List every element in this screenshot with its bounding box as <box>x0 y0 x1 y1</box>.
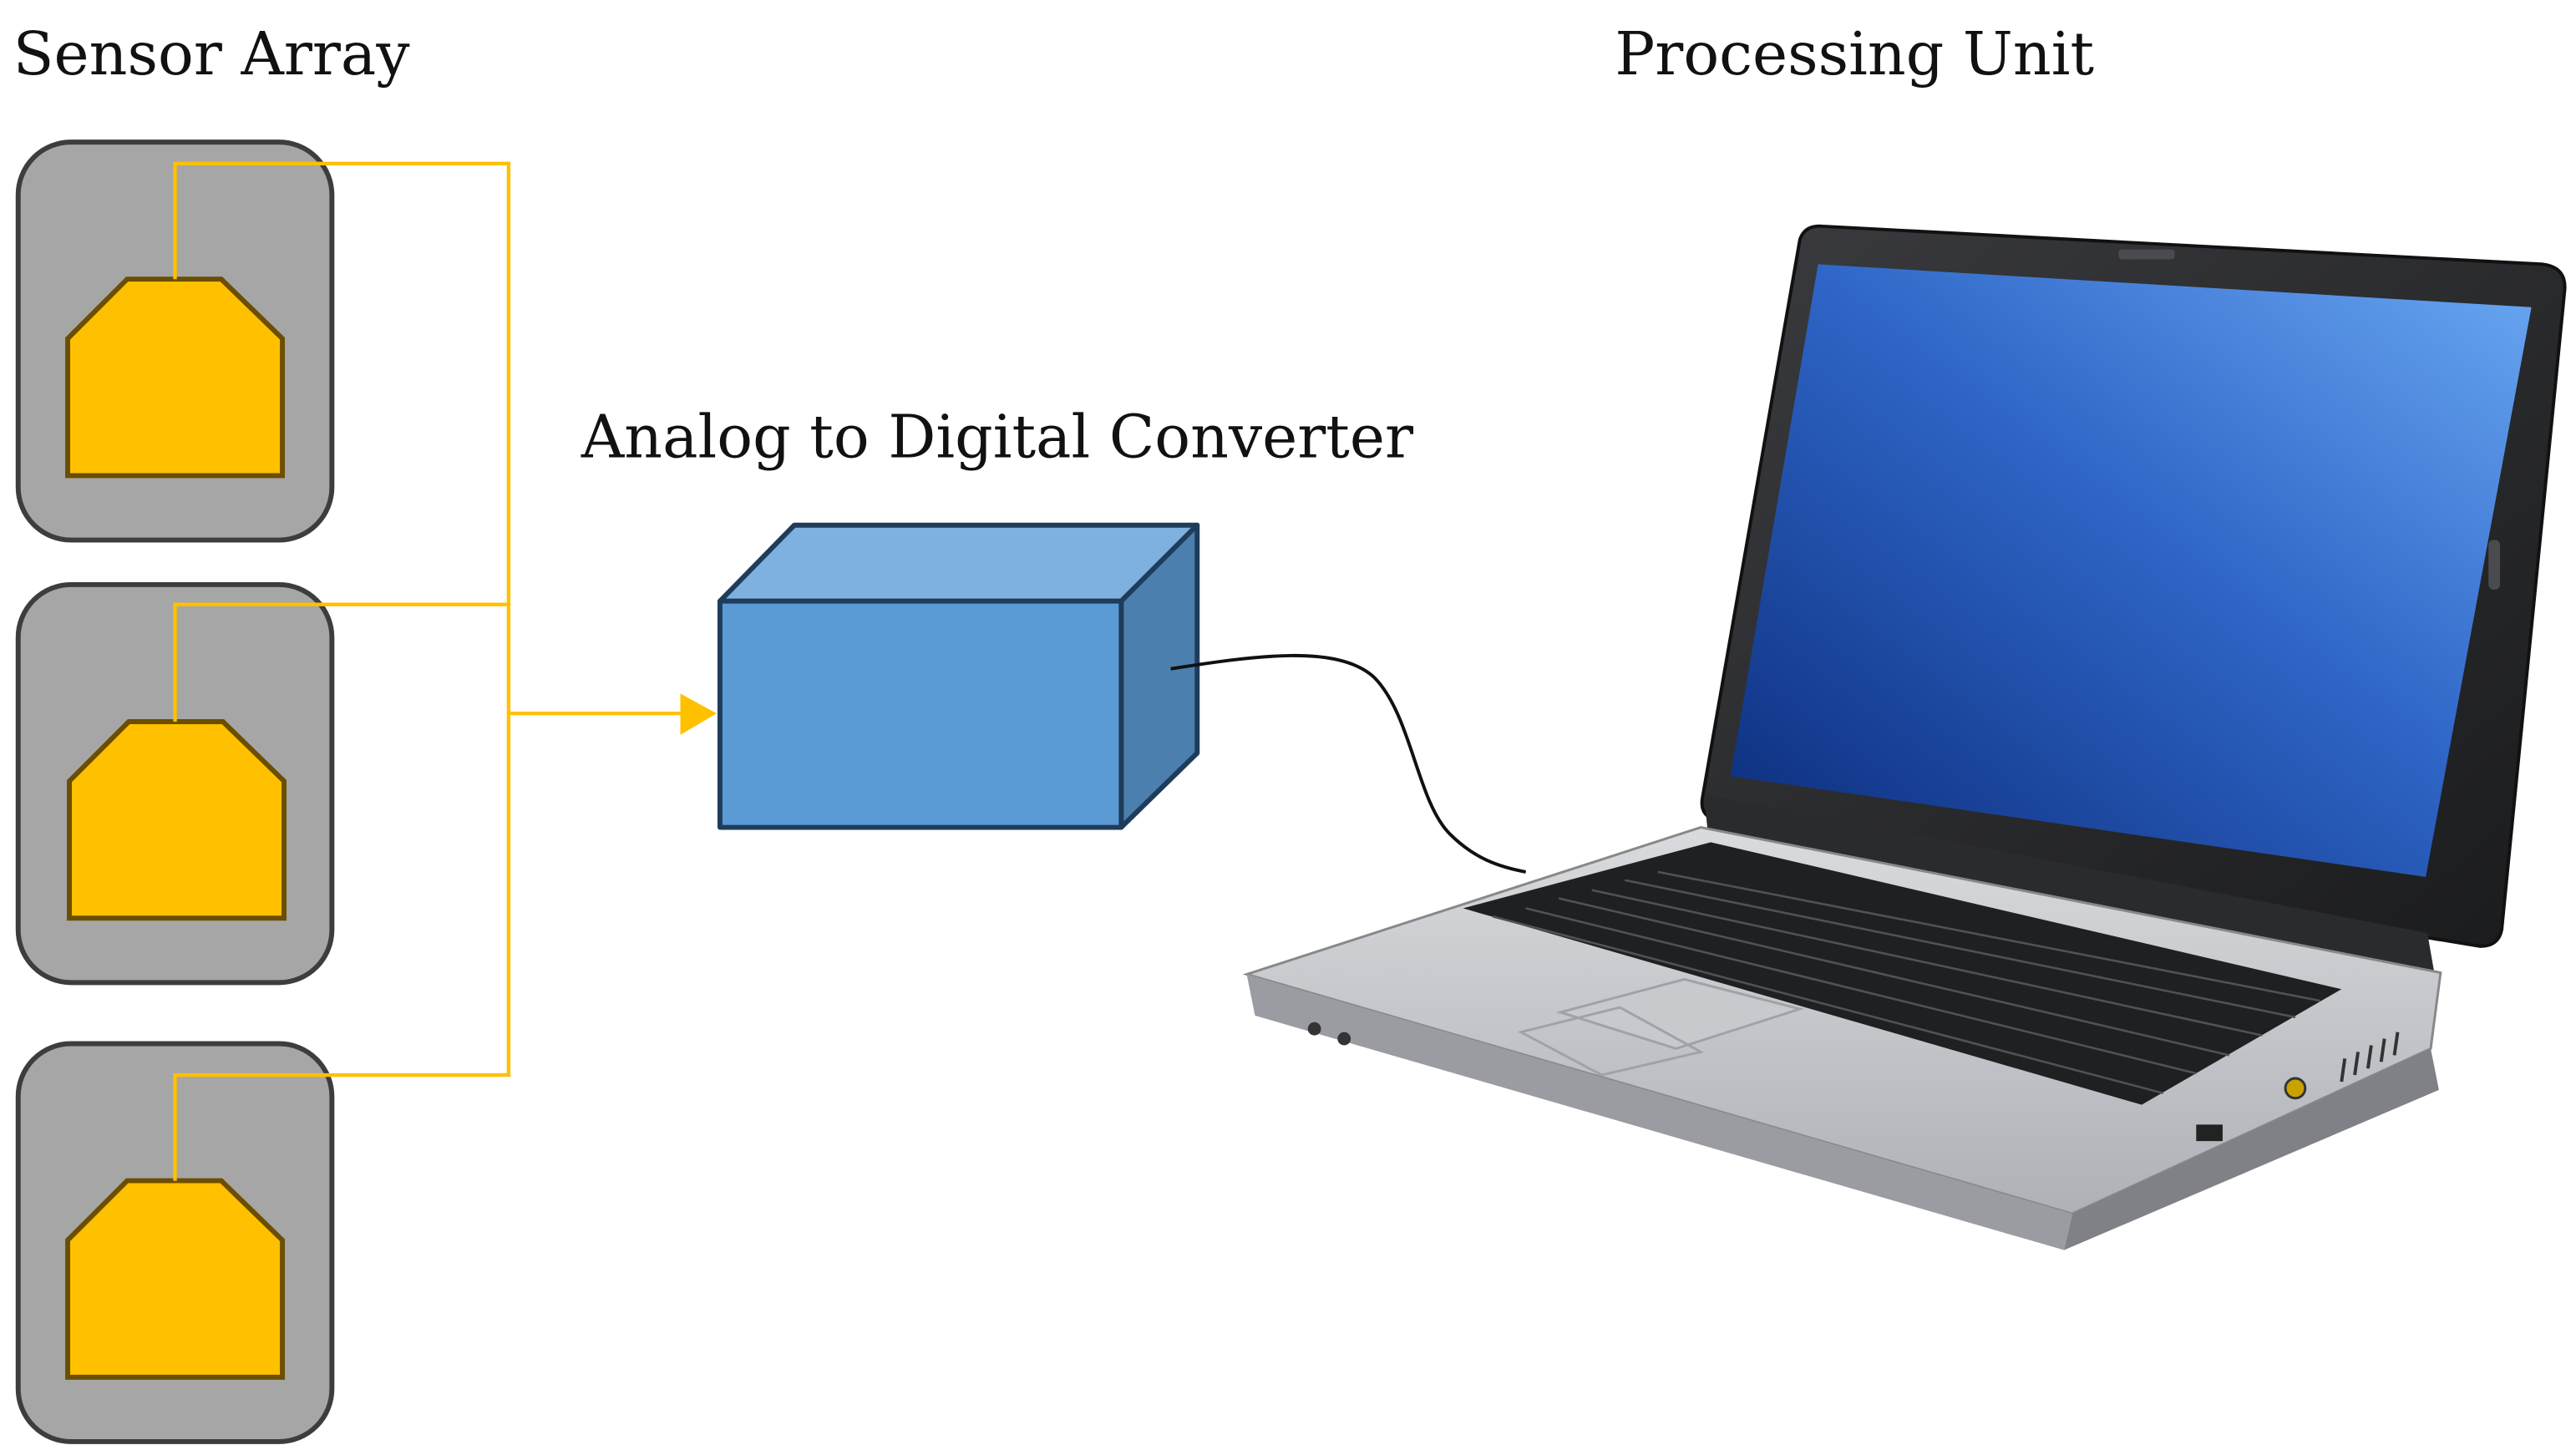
processing-unit-title: Processing Unit <box>1615 19 2094 89</box>
sensor-array-title: Sensor Array <box>13 19 410 89</box>
usb-cable <box>1170 653 1527 874</box>
laptop-icon <box>1242 224 2567 1250</box>
signal-arrow-icon <box>680 693 717 735</box>
sensor-icon <box>15 139 335 543</box>
adc-title: Analog to Digital Converter <box>581 403 1414 472</box>
signal-wires <box>173 161 684 1181</box>
sensor-array <box>15 139 335 1444</box>
sensor-icon <box>15 1041 335 1444</box>
sensor-icon <box>15 581 335 986</box>
adc-box-icon <box>717 522 1200 830</box>
